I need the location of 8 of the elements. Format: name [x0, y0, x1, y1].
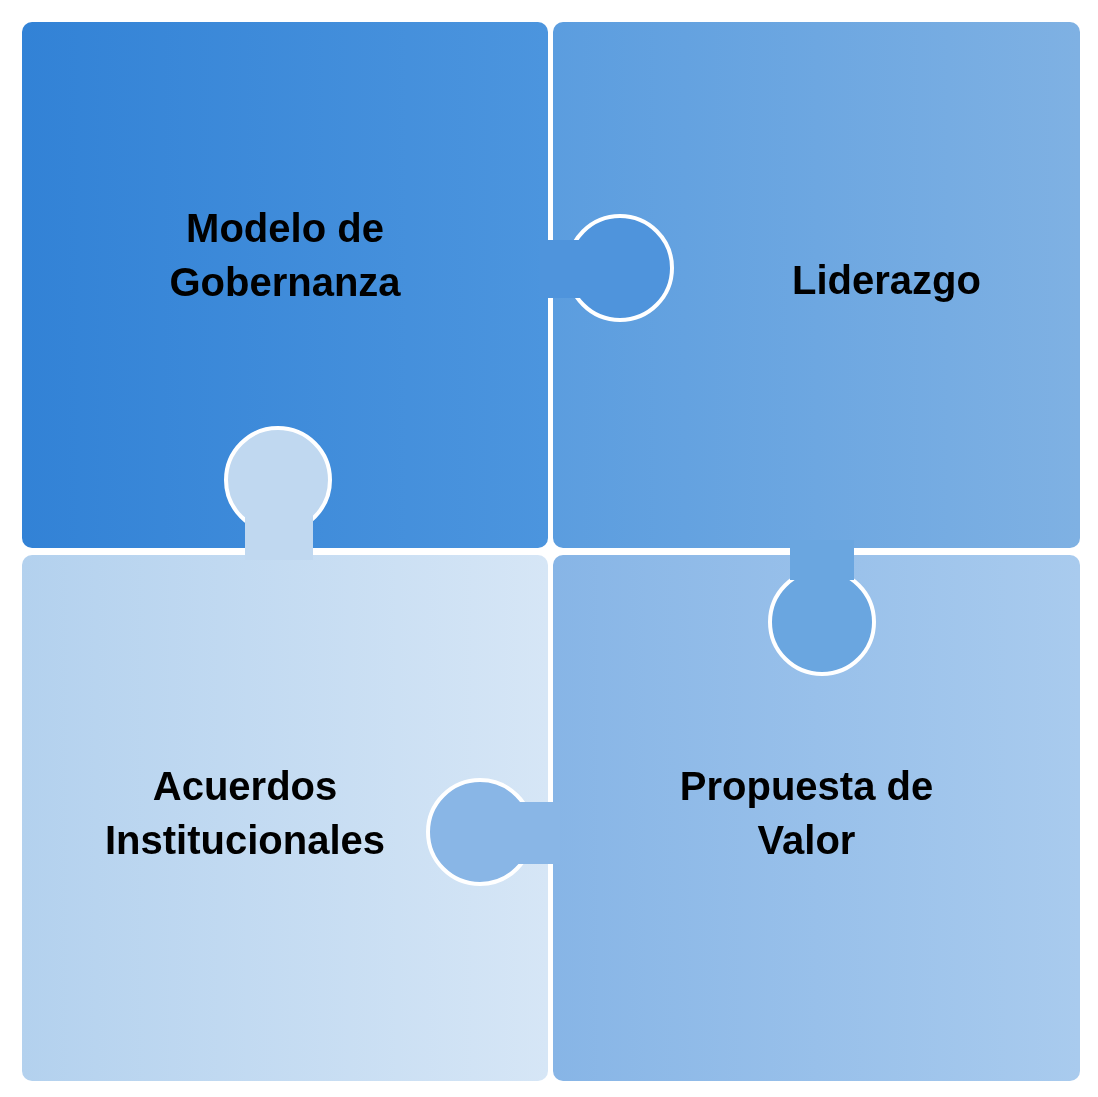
puzzle-piece — [22, 22, 548, 548]
puzzle-piece — [553, 22, 1080, 548]
piece-title: Modelo de Gobernanza — [168, 205, 402, 306]
puzzle-piece — [22, 555, 548, 1081]
piece-title: Liderazgo — [792, 257, 981, 304]
puzzle-piece — [553, 555, 1080, 1081]
piece-title: Propuesta de Valor — [678, 763, 935, 864]
piece-title: Acuerdos Institucionales — [103, 763, 387, 864]
